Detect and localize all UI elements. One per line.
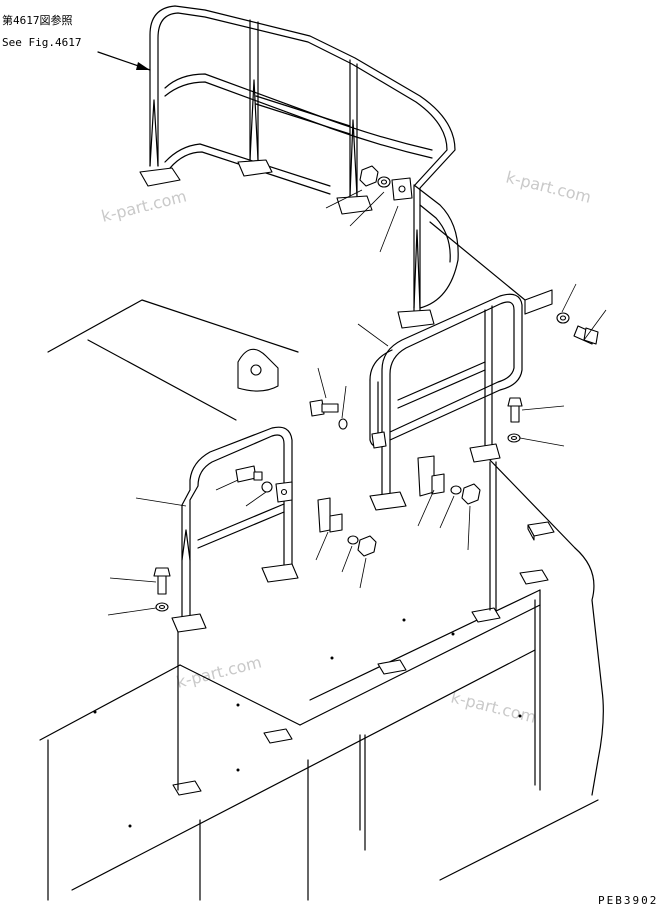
drawing-code: PEB3902	[598, 894, 658, 907]
reference-arrow	[97, 51, 151, 71]
bolt-left-upper	[235, 465, 263, 483]
watermark-3: k-part.com	[174, 652, 263, 692]
mount-pad-5	[263, 728, 293, 744]
watermark-2: k-part.com	[99, 186, 188, 226]
watermark-4: k-part.com	[449, 687, 538, 727]
washer-left-lower	[347, 535, 359, 545]
bolt-right	[573, 325, 599, 345]
washer-middle-right	[507, 433, 521, 443]
washer-middle-lower	[450, 485, 462, 495]
top-handrail	[139, 5, 553, 329]
clamp-plate-left	[317, 497, 343, 533]
middle-handrail	[369, 293, 523, 611]
leader-lines	[107, 189, 607, 616]
clamp-plate-middle	[417, 455, 445, 497]
mount-pad-6	[172, 780, 202, 796]
watermark-1: k-part.com	[504, 167, 593, 207]
left-handrail	[171, 426, 299, 791]
nut-middle-lower	[461, 483, 481, 505]
machine-body	[39, 299, 604, 901]
washer-left-upper	[261, 481, 273, 493]
mount-pad-3	[471, 607, 501, 623]
bolt-middle-left	[309, 399, 339, 417]
reference-note-jp: 第4617図参照	[2, 13, 73, 27]
washer-right	[556, 312, 570, 324]
reference-note-en: See Fig.4617	[2, 36, 81, 49]
mount-pad-1	[527, 521, 555, 541]
bolt-left-lower	[153, 567, 171, 595]
lifting-eye	[237, 348, 279, 392]
washer-middle-left	[338, 418, 348, 430]
washer-top	[377, 176, 391, 188]
washer-left-bottom	[155, 602, 169, 612]
mount-pad-4	[377, 659, 407, 675]
bolt-middle-right	[507, 397, 523, 423]
mount-pad-2	[519, 569, 549, 585]
nut-top	[359, 165, 379, 187]
nut-left-lower	[357, 535, 377, 557]
